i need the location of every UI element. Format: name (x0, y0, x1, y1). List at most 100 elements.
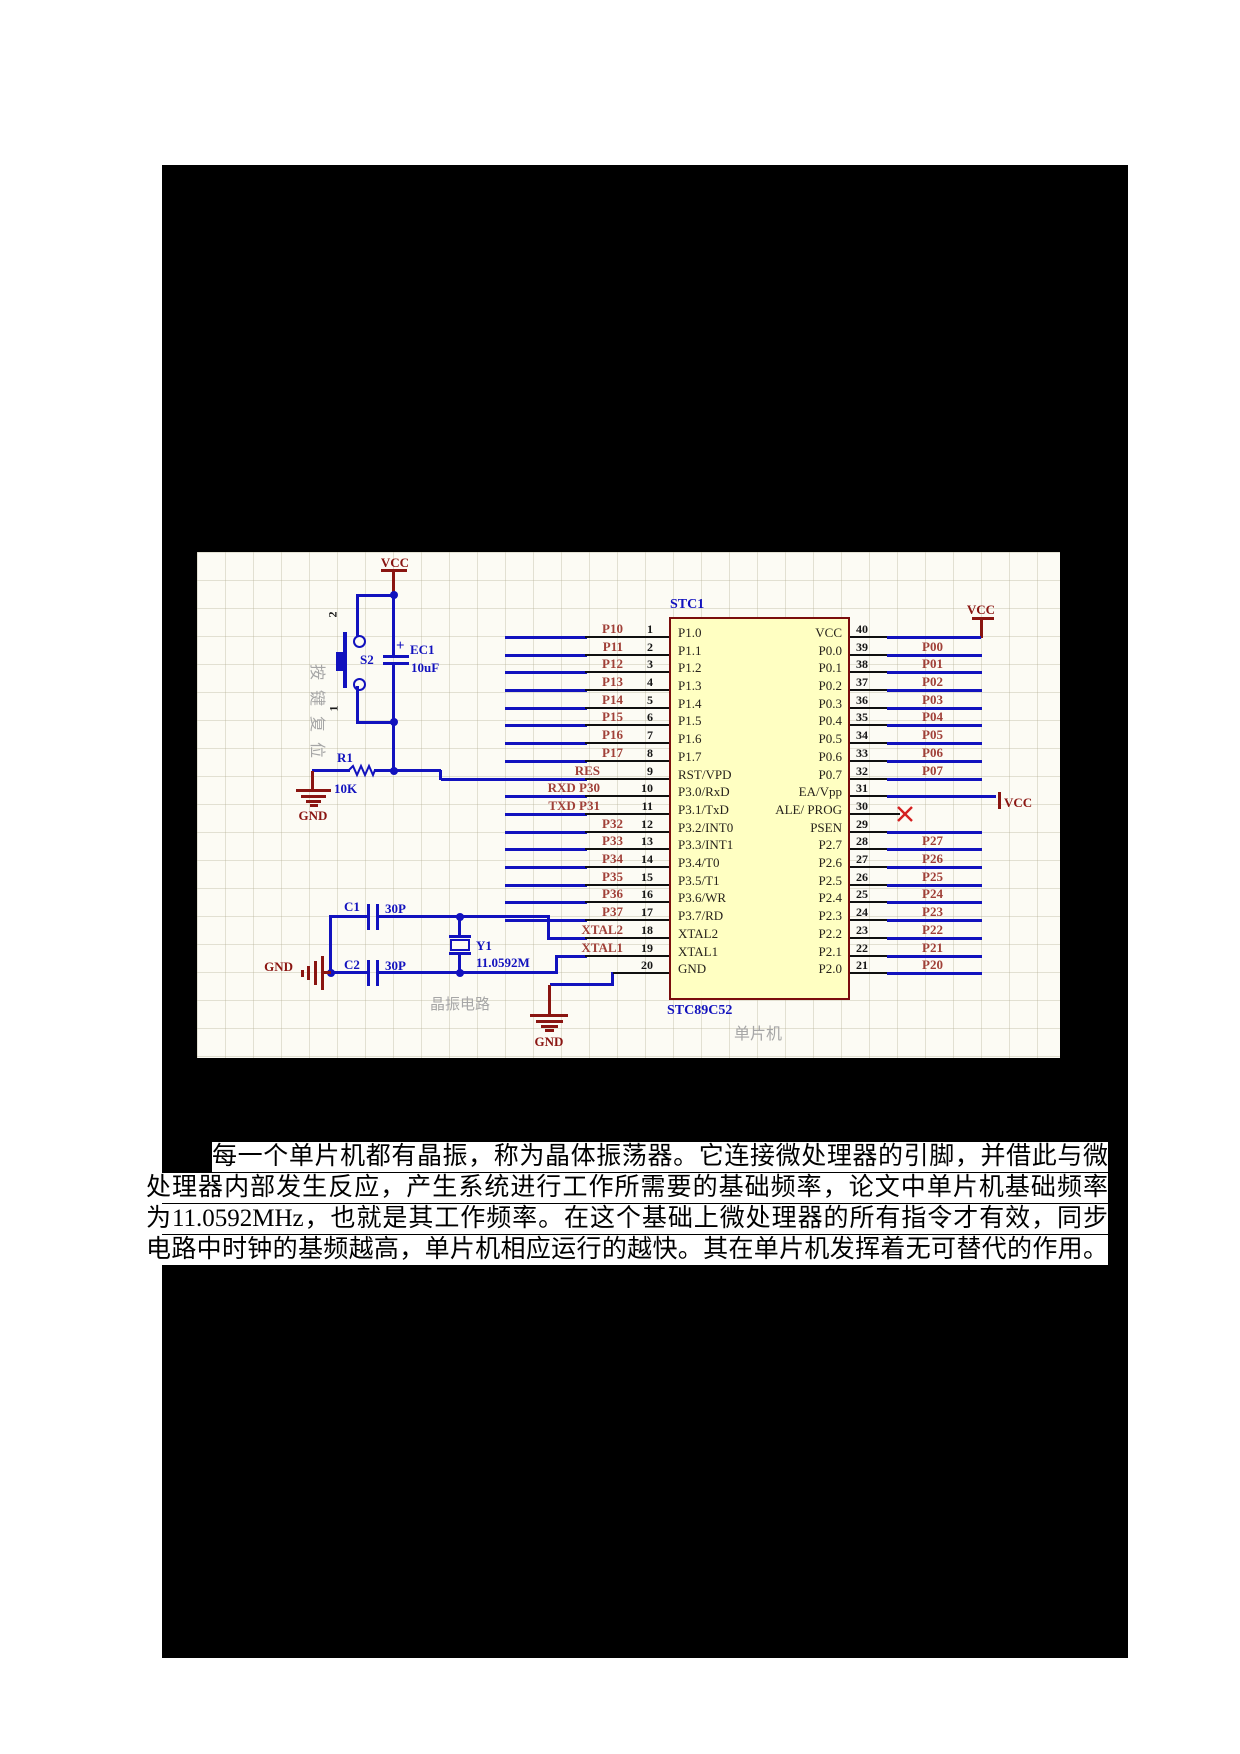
gnd-label: GND (534, 1034, 564, 1049)
pin-wire (850, 866, 887, 868)
wire (357, 721, 395, 724)
net-wire (505, 901, 587, 904)
crystal-value: 11.0592M (476, 955, 530, 970)
junction-dot (390, 718, 398, 726)
pin-wire (585, 742, 669, 744)
pin-wire (850, 884, 887, 886)
vcc-bar-icon (972, 617, 994, 620)
net-wire (887, 671, 982, 674)
capacitor-value: 10uF (411, 660, 440, 675)
net-wire (887, 654, 982, 657)
mcu-chip-body (669, 617, 850, 1000)
pin-wire (850, 972, 887, 974)
pin-wire (585, 901, 669, 903)
pin-name: XTAL1 (678, 944, 719, 959)
net-wire (505, 884, 587, 887)
pin-number: 14 (641, 852, 653, 866)
polarity-plus-icon: + (396, 638, 405, 654)
net-wire (887, 955, 982, 958)
pin-name: P1.1 (678, 643, 702, 658)
resistor-value: 10K (334, 781, 358, 796)
pin-number: 32 (856, 764, 868, 778)
switch-designator: S2 (360, 652, 374, 667)
net-wire (505, 795, 587, 798)
pin-name: P0.6 (818, 749, 842, 764)
junction-dot (390, 591, 398, 599)
paragraph-line: 电路中时钟的基频越高，单片机相应运行的越快。其在单片机发挥着无可替代的作用。 (146, 1235, 1108, 1265)
net-label: P14 (602, 692, 623, 707)
vcc-stem (392, 569, 395, 596)
capacitor-plate-icon (376, 960, 379, 986)
net-wire (887, 707, 982, 710)
pin-wire (585, 955, 669, 957)
pin-name: RST/VPD (678, 767, 732, 782)
pin-wire (850, 636, 887, 638)
net-label: P04 (922, 709, 943, 724)
pin-name: P2.4 (818, 890, 842, 905)
junction-dot (456, 969, 464, 977)
net-label: P36 (602, 886, 623, 901)
pin-number: 23 (856, 923, 868, 937)
pin-wire (850, 778, 887, 780)
pin-number: 16 (641, 887, 653, 901)
pin-name: P0.4 (818, 713, 842, 728)
pin-number: 36 (856, 693, 868, 707)
net-wire (505, 707, 587, 710)
net-label: RES (574, 763, 600, 778)
net-label: P11 (602, 639, 623, 654)
capacitor-plate-icon (376, 904, 379, 930)
pin-wire (850, 831, 887, 833)
pin-wire (850, 724, 887, 726)
net-label: P05 (922, 727, 943, 742)
net-label: P00 (922, 639, 943, 654)
vcc-power-label: VCC (966, 602, 996, 617)
net-label: P23 (922, 904, 943, 919)
pin-wire (585, 707, 669, 709)
net-wire (505, 831, 587, 834)
net-label: P12 (602, 656, 623, 671)
wire (374, 769, 441, 772)
pin-number: 19 (641, 941, 653, 955)
pin-name: P1.6 (678, 731, 702, 746)
net-wire (887, 760, 982, 763)
pin-number: 29 (856, 817, 868, 831)
pin-name: P2.1 (818, 944, 842, 959)
wire (555, 955, 558, 974)
pin-number: 3 (647, 657, 653, 671)
pin-number: 21 (856, 958, 868, 972)
net-label: P16 (602, 727, 623, 742)
net-wire (549, 937, 587, 940)
crystal-plate-icon (449, 952, 471, 955)
net-label: P34 (602, 851, 623, 866)
net-wire (887, 919, 982, 922)
wire (547, 915, 550, 940)
pushbutton-icon (343, 632, 347, 688)
net-label: P25 (922, 869, 943, 884)
vcc-power-label: VCC (380, 555, 410, 570)
pin-wire (585, 760, 669, 762)
pin-number: 26 (856, 870, 868, 884)
net-label: P35 (602, 869, 623, 884)
chip-part-number: STC89C52 (667, 1003, 733, 1018)
pin-name: P2.5 (818, 873, 842, 888)
gnd-stem (311, 771, 314, 790)
pin-wire (585, 778, 669, 780)
document-dark-region: VCC 2 1 S2 + EC1 10uF 按键复位 (146, 165, 1128, 1658)
pin-name: PSEN (810, 820, 842, 835)
capacitor-plate-icon (383, 662, 409, 665)
net-wire (505, 848, 587, 851)
pin-name: P2.0 (818, 961, 842, 976)
pin-wire (585, 919, 669, 921)
crystal-body-icon (450, 939, 470, 951)
pin-wire (585, 795, 669, 797)
crystal-designator: Y1 (476, 938, 492, 953)
vcc-stem (980, 617, 983, 638)
resistor-zigzag-icon (348, 763, 376, 778)
pin-wire (850, 707, 887, 709)
net-wire (505, 689, 587, 692)
crystal-annotation: 晶振电路 (430, 997, 491, 1013)
pin-number: 27 (856, 852, 868, 866)
pin-wire (850, 689, 887, 691)
net-wire (887, 937, 982, 940)
gnd-symbol-icon (310, 804, 318, 807)
